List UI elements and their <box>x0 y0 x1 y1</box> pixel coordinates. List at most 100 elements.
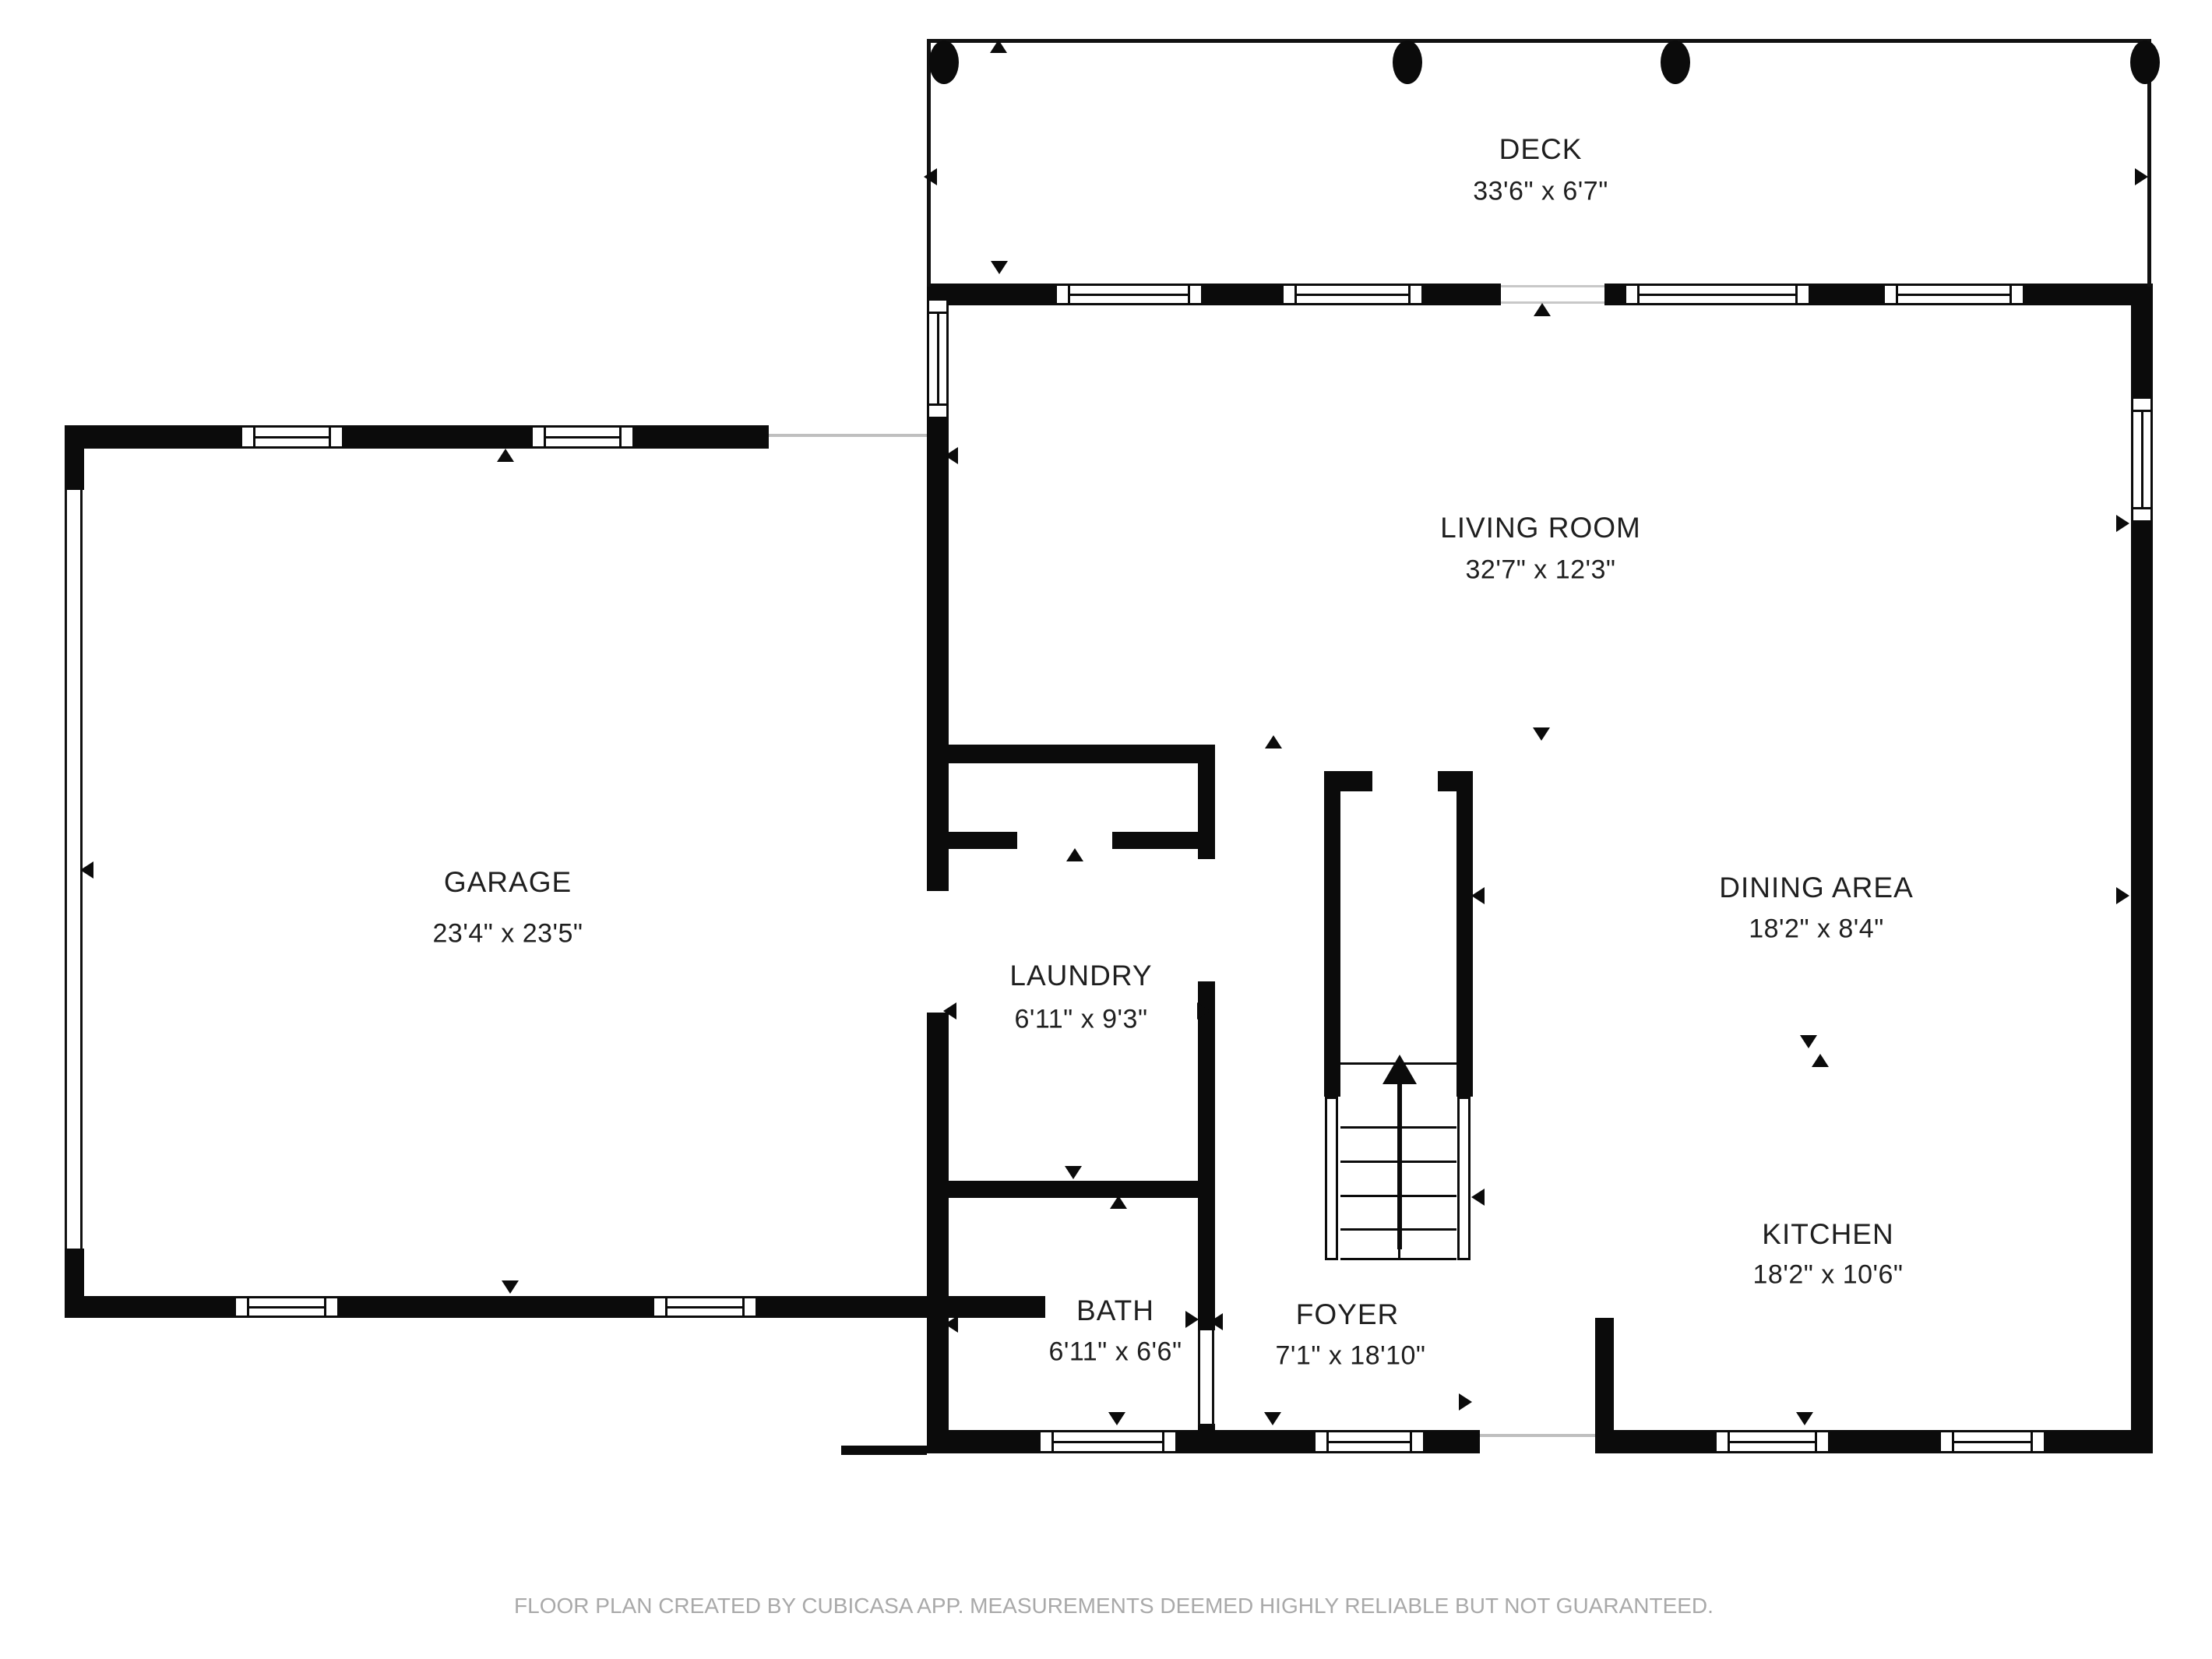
boundary-line <box>1501 301 1604 304</box>
boundary-line <box>1501 285 1604 287</box>
room-name-living: LIVING ROOM <box>1440 512 1641 544</box>
stair-rail <box>1325 1097 1338 1260</box>
window-frame-line <box>1728 1441 1817 1443</box>
direction-marker-down <box>1108 1412 1125 1425</box>
room-dims-text-foyer: 7'1" x 18'10" <box>1275 1340 1426 1371</box>
wall-segment <box>841 1446 927 1455</box>
wall-segment <box>1424 284 1501 305</box>
room-label-foyer: FOYER <box>1296 1298 1399 1331</box>
room-label-living: LIVING ROOM <box>1440 512 1641 544</box>
window-frame-line <box>1051 1441 1164 1443</box>
window <box>2131 396 2153 523</box>
room-dims-bath: 6'11" x 6'6" <box>1048 1337 1182 1368</box>
room-dims-text-garage: 23'4" x 23'5" <box>432 918 583 949</box>
room-name-foyer: FOYER <box>1295 1298 1400 1330</box>
window <box>927 298 949 419</box>
window <box>652 1296 758 1318</box>
wall-segment <box>1324 791 1340 1097</box>
window <box>1624 284 1811 305</box>
wall-segment <box>927 1013 949 1430</box>
direction-marker-down <box>1533 727 1550 741</box>
window-frame-line <box>247 1306 326 1309</box>
room-dims-laundry: 6'11" x 9'3" <box>1014 1005 1147 1035</box>
direction-marker-up <box>1265 735 1282 748</box>
room-dims-dining: 18'2" x 8'4" <box>1749 914 1884 945</box>
wall-segment <box>1595 1430 1714 1453</box>
room-name-kitchen: KITCHEN <box>1762 1218 1894 1250</box>
direction-marker-up <box>1066 848 1083 861</box>
wall-segment <box>1830 1430 1939 1453</box>
direction-marker-up <box>1110 1196 1127 1209</box>
wall-segment <box>1425 1430 1480 1453</box>
wall-segment <box>1811 284 1883 305</box>
direction-marker-up <box>1534 303 1551 316</box>
room-dims-text-bath: 6'11" x 6'6" <box>1048 1337 1182 1367</box>
wall-segment <box>1456 791 1473 1097</box>
footer-disclaimer: FLOOR PLAN CREATED BY CUBICASA APP. MEAS… <box>514 1594 1714 1618</box>
direction-marker-left <box>945 1316 958 1333</box>
window-frame-line <box>1952 1441 2033 1443</box>
window <box>530 425 635 449</box>
boundary-line <box>927 39 2151 43</box>
wall-segment <box>1112 832 1215 849</box>
window <box>1038 1430 1178 1453</box>
direction-marker-down <box>1796 1412 1813 1425</box>
direction-marker-up <box>1812 1054 1829 1067</box>
wall-segment <box>340 1296 652 1318</box>
window <box>1714 1430 1830 1453</box>
deck-post <box>929 41 959 84</box>
direction-marker-right <box>2116 515 2129 532</box>
window-frame-line <box>544 436 622 439</box>
wall-segment <box>344 425 530 449</box>
boundary-line <box>65 490 67 1249</box>
direction-marker-right <box>1185 1311 1199 1328</box>
wall-segment <box>1198 1198 1215 1330</box>
boundary-line <box>1480 1434 1595 1437</box>
direction-marker-down <box>502 1280 519 1294</box>
boundary-line <box>769 434 927 437</box>
direction-marker-down <box>991 261 1008 274</box>
stair-direction-arrow-head <box>1382 1055 1417 1084</box>
room-label-bath: BATH <box>1076 1294 1154 1327</box>
wall-segment <box>1178 1430 1313 1453</box>
wall-segment <box>949 745 1215 763</box>
room-dims-text-kitchen: 18'2" x 10'6" <box>1752 1259 1904 1290</box>
window-frame-line <box>665 1306 745 1309</box>
window <box>234 1296 340 1318</box>
room-label-dining: DINING AREA <box>1719 872 1914 904</box>
wall-segment <box>2131 284 2153 396</box>
direction-marker-up <box>497 449 514 462</box>
wall-segment <box>75 425 240 449</box>
wall-segment <box>1324 771 1372 791</box>
room-label-deck: DECK <box>1499 133 1583 166</box>
window <box>1313 1430 1425 1453</box>
window <box>1281 284 1424 305</box>
room-dims-text-deck: 33'6" x 6'7" <box>1473 176 1608 206</box>
room-dims-text-laundry: 6'11" x 9'3" <box>1014 1004 1148 1034</box>
stair-tread-line <box>1340 1258 1456 1260</box>
direction-marker-left <box>945 447 958 464</box>
room-name-bath: BATH <box>1076 1294 1154 1326</box>
wall-segment <box>65 425 84 490</box>
window-frame-line <box>1068 294 1190 296</box>
wall-segment <box>1438 771 1473 791</box>
direction-marker-left <box>1210 1313 1223 1330</box>
deck-post <box>2130 41 2160 84</box>
wall-segment <box>927 419 949 891</box>
room-dims-text-dining: 18'2" x 8'4" <box>1749 914 1884 944</box>
direction-marker-left <box>943 1002 956 1020</box>
direction-marker-down <box>1264 1412 1281 1425</box>
boundary-line <box>1198 1330 1200 1425</box>
direction-marker-right <box>2135 168 2148 185</box>
window <box>1939 1430 2046 1453</box>
stair-direction-arrow-shaft <box>1397 1084 1402 1249</box>
direction-marker-down <box>1065 1166 1082 1179</box>
wall-segment <box>949 832 1017 849</box>
direction-marker-left <box>924 168 937 185</box>
room-dims-living: 32'7" x 12'3" <box>1466 555 1616 586</box>
room-name-dining: DINING AREA <box>1719 872 1914 903</box>
deck-post <box>1393 41 1422 84</box>
window-frame-line <box>1637 294 1798 296</box>
room-dims-text-living: 32'7" x 12'3" <box>1465 555 1616 585</box>
